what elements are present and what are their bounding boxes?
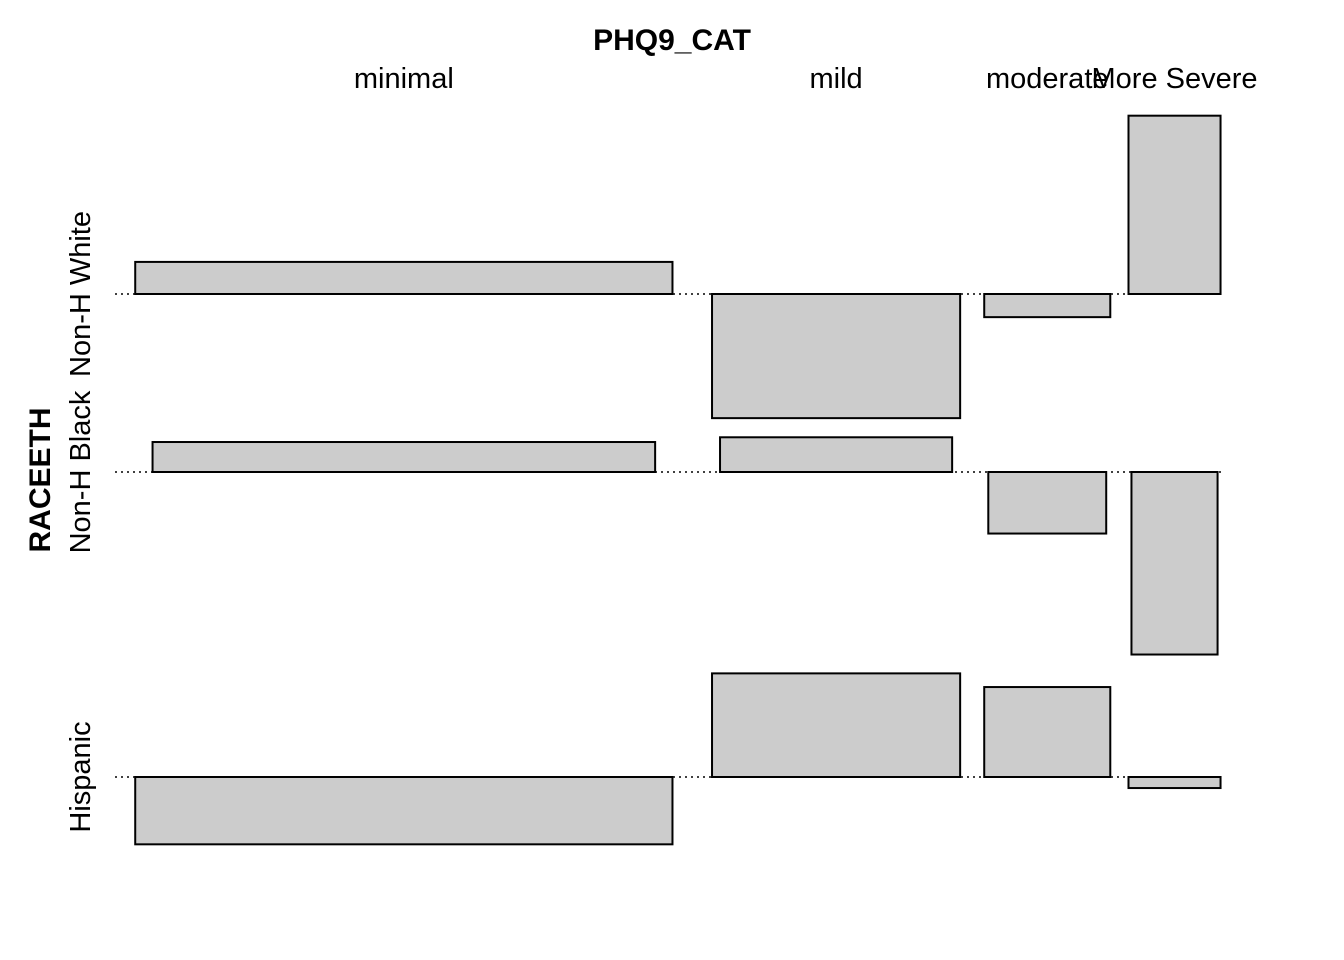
residual-bar	[134, 260, 674, 295]
x-variable-title: PHQ9_CAT	[593, 24, 751, 57]
column-label: moderate	[986, 63, 1109, 95]
residual-bar	[134, 776, 674, 846]
residual-bar	[1127, 114, 1222, 295]
residual-bar	[1127, 776, 1222, 790]
residual-bar	[1130, 471, 1219, 656]
column-label: minimal	[354, 63, 454, 95]
row-label: Hispanic	[65, 721, 97, 832]
residual-bar	[711, 293, 962, 420]
residual-bar	[719, 436, 954, 473]
residual-bar	[711, 672, 962, 778]
column-label: More Severe	[1092, 63, 1258, 95]
y-variable-title: RACEETH	[24, 407, 57, 552]
column-label: mild	[809, 63, 862, 95]
row-label: Non-H White	[65, 211, 97, 377]
residual-bar	[983, 293, 1112, 319]
residual-bar	[983, 686, 1112, 779]
row-label: Non-H Black	[65, 390, 97, 553]
residual-bar	[151, 441, 657, 474]
residual-bar	[987, 471, 1108, 535]
